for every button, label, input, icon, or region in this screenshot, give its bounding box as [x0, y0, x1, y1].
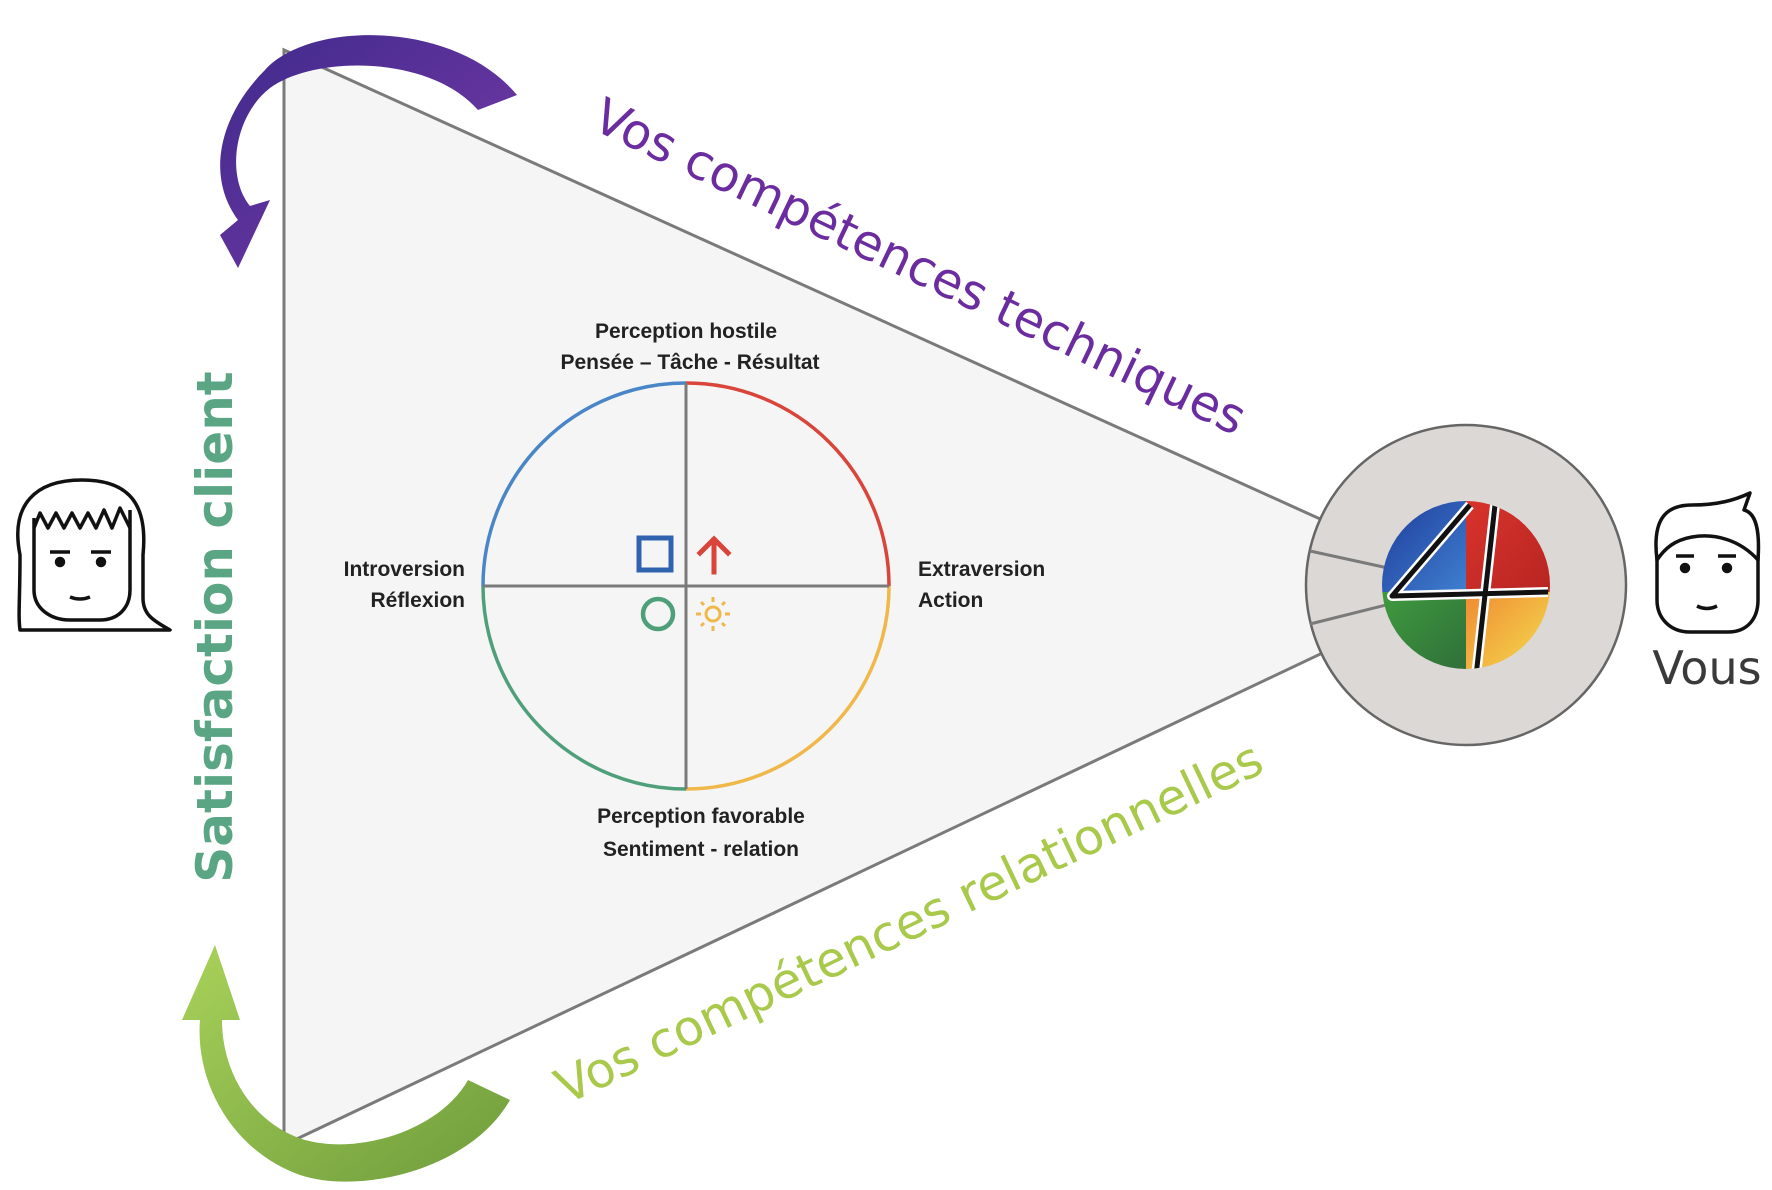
arrow-up-icon: [696, 535, 732, 575]
quadrant-arc-green: [481, 585, 687, 791]
competence-triangle: [282, 47, 1470, 1148]
label-bottom-line2: Sentiment - relation: [603, 838, 799, 861]
quadrant-arc-red: [685, 381, 891, 587]
label-right-line1: Extraversion: [918, 558, 1045, 581]
you-label: Vous: [1652, 641, 1761, 695]
quadrant-arc-blue: [481, 381, 687, 587]
circle-icon: [640, 596, 676, 632]
square-icon: [636, 535, 674, 573]
quadrant-arc-yellow: [685, 585, 891, 791]
green-curved-arrow-icon: [182, 945, 510, 1182]
client-face-icon: [16, 478, 172, 632]
you-face-icon: [1654, 491, 1761, 634]
label-right-line2: Action: [918, 589, 983, 612]
label-bottom-line1: Perception favorable: [597, 805, 805, 828]
quadrant-chart: [481, 381, 891, 791]
label-top-line2: Pensée – Tâche - Résultat: [560, 351, 819, 374]
label-top-line1: Perception hostile: [595, 320, 777, 343]
sun-icon: [696, 597, 730, 631]
label-left-line1: Introversion: [344, 558, 465, 581]
label-left-line2: Réflexion: [370, 589, 465, 612]
title-satisfaction: Satisfaction client: [186, 371, 244, 882]
